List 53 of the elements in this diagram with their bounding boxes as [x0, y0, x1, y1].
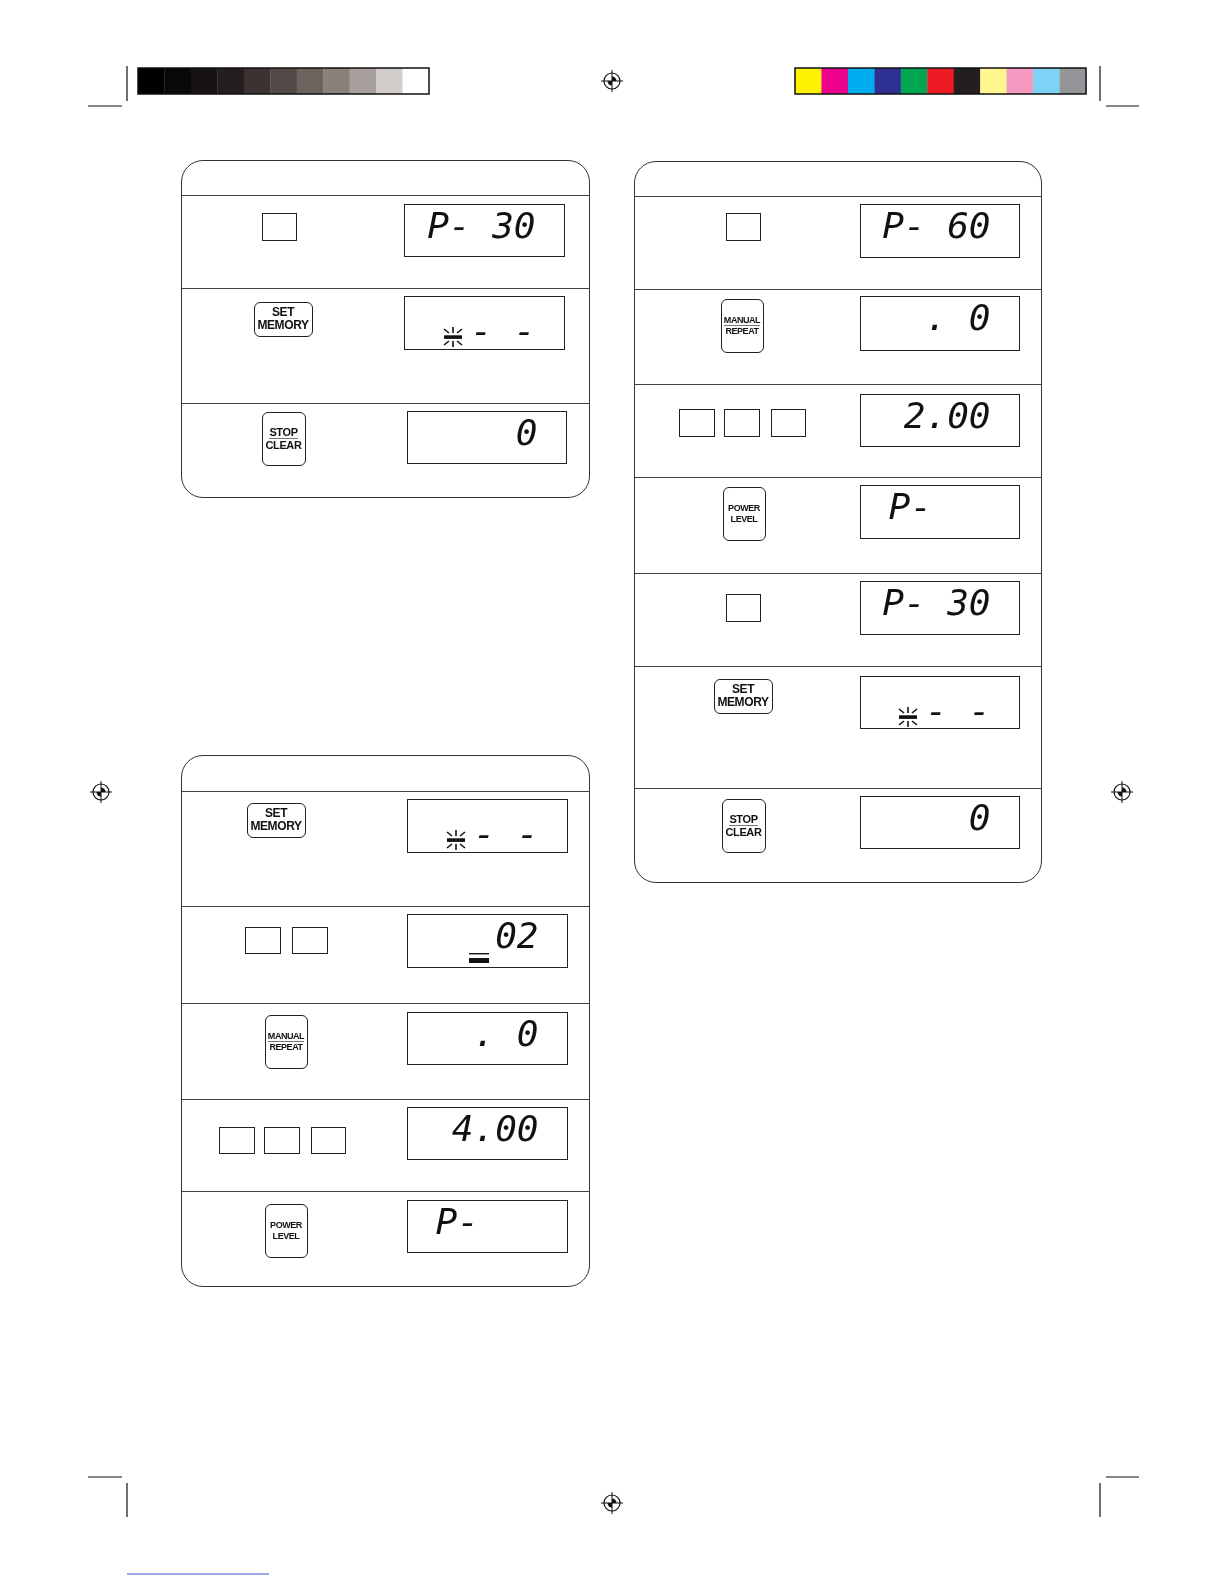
- instruction-panel: [634, 161, 1042, 883]
- lcd-display: [403, 203, 565, 257]
- blank-key: [244, 926, 281, 954]
- keypad-button: POWER LEVEL: [722, 486, 766, 541]
- display-readout: - -: [473, 815, 539, 852]
- blank-key: [263, 1126, 300, 1154]
- keypad-button: SET MEMORY: [713, 678, 773, 714]
- lcd-display: [859, 295, 1020, 351]
- lcd-display: [859, 675, 1020, 729]
- display-readout: . 0: [925, 299, 991, 336]
- keypad-button: STOP CLEAR: [721, 798, 766, 853]
- blank-key: [770, 408, 806, 437]
- lcd-display: [406, 1011, 568, 1065]
- display-readout: . 0: [473, 1015, 539, 1052]
- lcd-display: [406, 1106, 568, 1160]
- lcd-display: [859, 393, 1020, 447]
- blank-key: [678, 408, 715, 437]
- keypad-button: SET MEMORY: [246, 802, 306, 838]
- display-readout: P-: [435, 1203, 479, 1240]
- lcd-display: [859, 203, 1020, 258]
- keypad-button: MANUAL REPEAT: [264, 1014, 308, 1069]
- lcd-display: [859, 580, 1020, 635]
- lcd-display: [859, 484, 1020, 539]
- display-readout: 0: [968, 799, 991, 836]
- display-readout: P- 30: [882, 584, 991, 621]
- lcd-display: [859, 795, 1020, 849]
- blank-key: [725, 212, 761, 241]
- blank-key: [725, 593, 761, 622]
- instruction-panel: [181, 160, 590, 498]
- keypad-button: MANUAL REPEAT: [720, 298, 764, 353]
- lcd-display: [406, 798, 568, 853]
- lcd-display: [406, 913, 568, 968]
- display-readout: - -: [470, 312, 536, 349]
- lcd-display: [406, 410, 567, 464]
- display-readout: P-: [888, 488, 932, 525]
- instruction-panel: [181, 755, 590, 1287]
- display-readout: - -: [925, 692, 991, 729]
- display-readout: 02: [495, 917, 539, 954]
- blank-key: [291, 926, 328, 954]
- keypad-button: STOP CLEAR: [261, 411, 306, 466]
- display-readout: P- 30: [427, 207, 536, 244]
- blank-key: [218, 1126, 255, 1154]
- blank-key: [310, 1126, 346, 1154]
- blank-key: [261, 212, 297, 241]
- lcd-display: [403, 295, 565, 350]
- keypad-button: POWER LEVEL: [264, 1203, 308, 1258]
- display-readout: 4.00: [451, 1110, 539, 1147]
- display-readout: 0: [515, 414, 538, 451]
- keypad-button: SET MEMORY: [253, 301, 313, 337]
- lcd-display: [406, 1199, 568, 1253]
- blank-key: [723, 408, 760, 437]
- display-readout: P- 60: [882, 207, 991, 244]
- display-readout: 2.00: [903, 397, 991, 434]
